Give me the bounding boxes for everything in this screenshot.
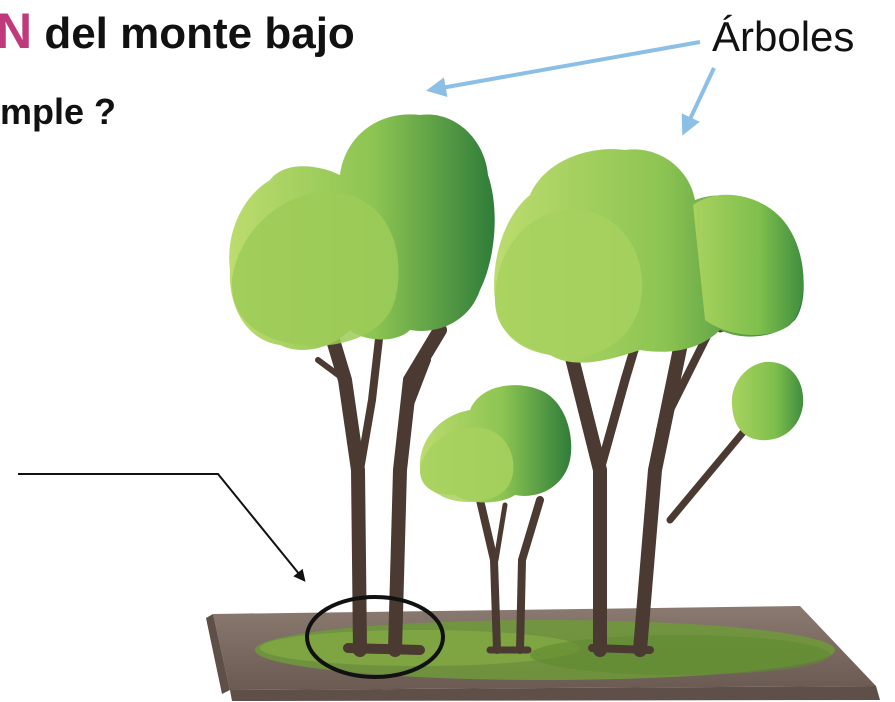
page-subtitle: mple ? [0, 91, 117, 132]
pointer-line [18, 473, 306, 582]
page-title: N del monte bajo [0, 6, 355, 56]
tree-trunks [315, 293, 763, 657]
label-arboles: Árboles [712, 13, 855, 60]
ground-icon [206, 606, 880, 701]
tree-icon [229, 114, 804, 503]
arrow-icon [426, 40, 716, 136]
title-text: del monte bajo [32, 9, 355, 58]
circle-marker-icon [305, 595, 445, 679]
title-accent-letter: N [0, 3, 33, 59]
